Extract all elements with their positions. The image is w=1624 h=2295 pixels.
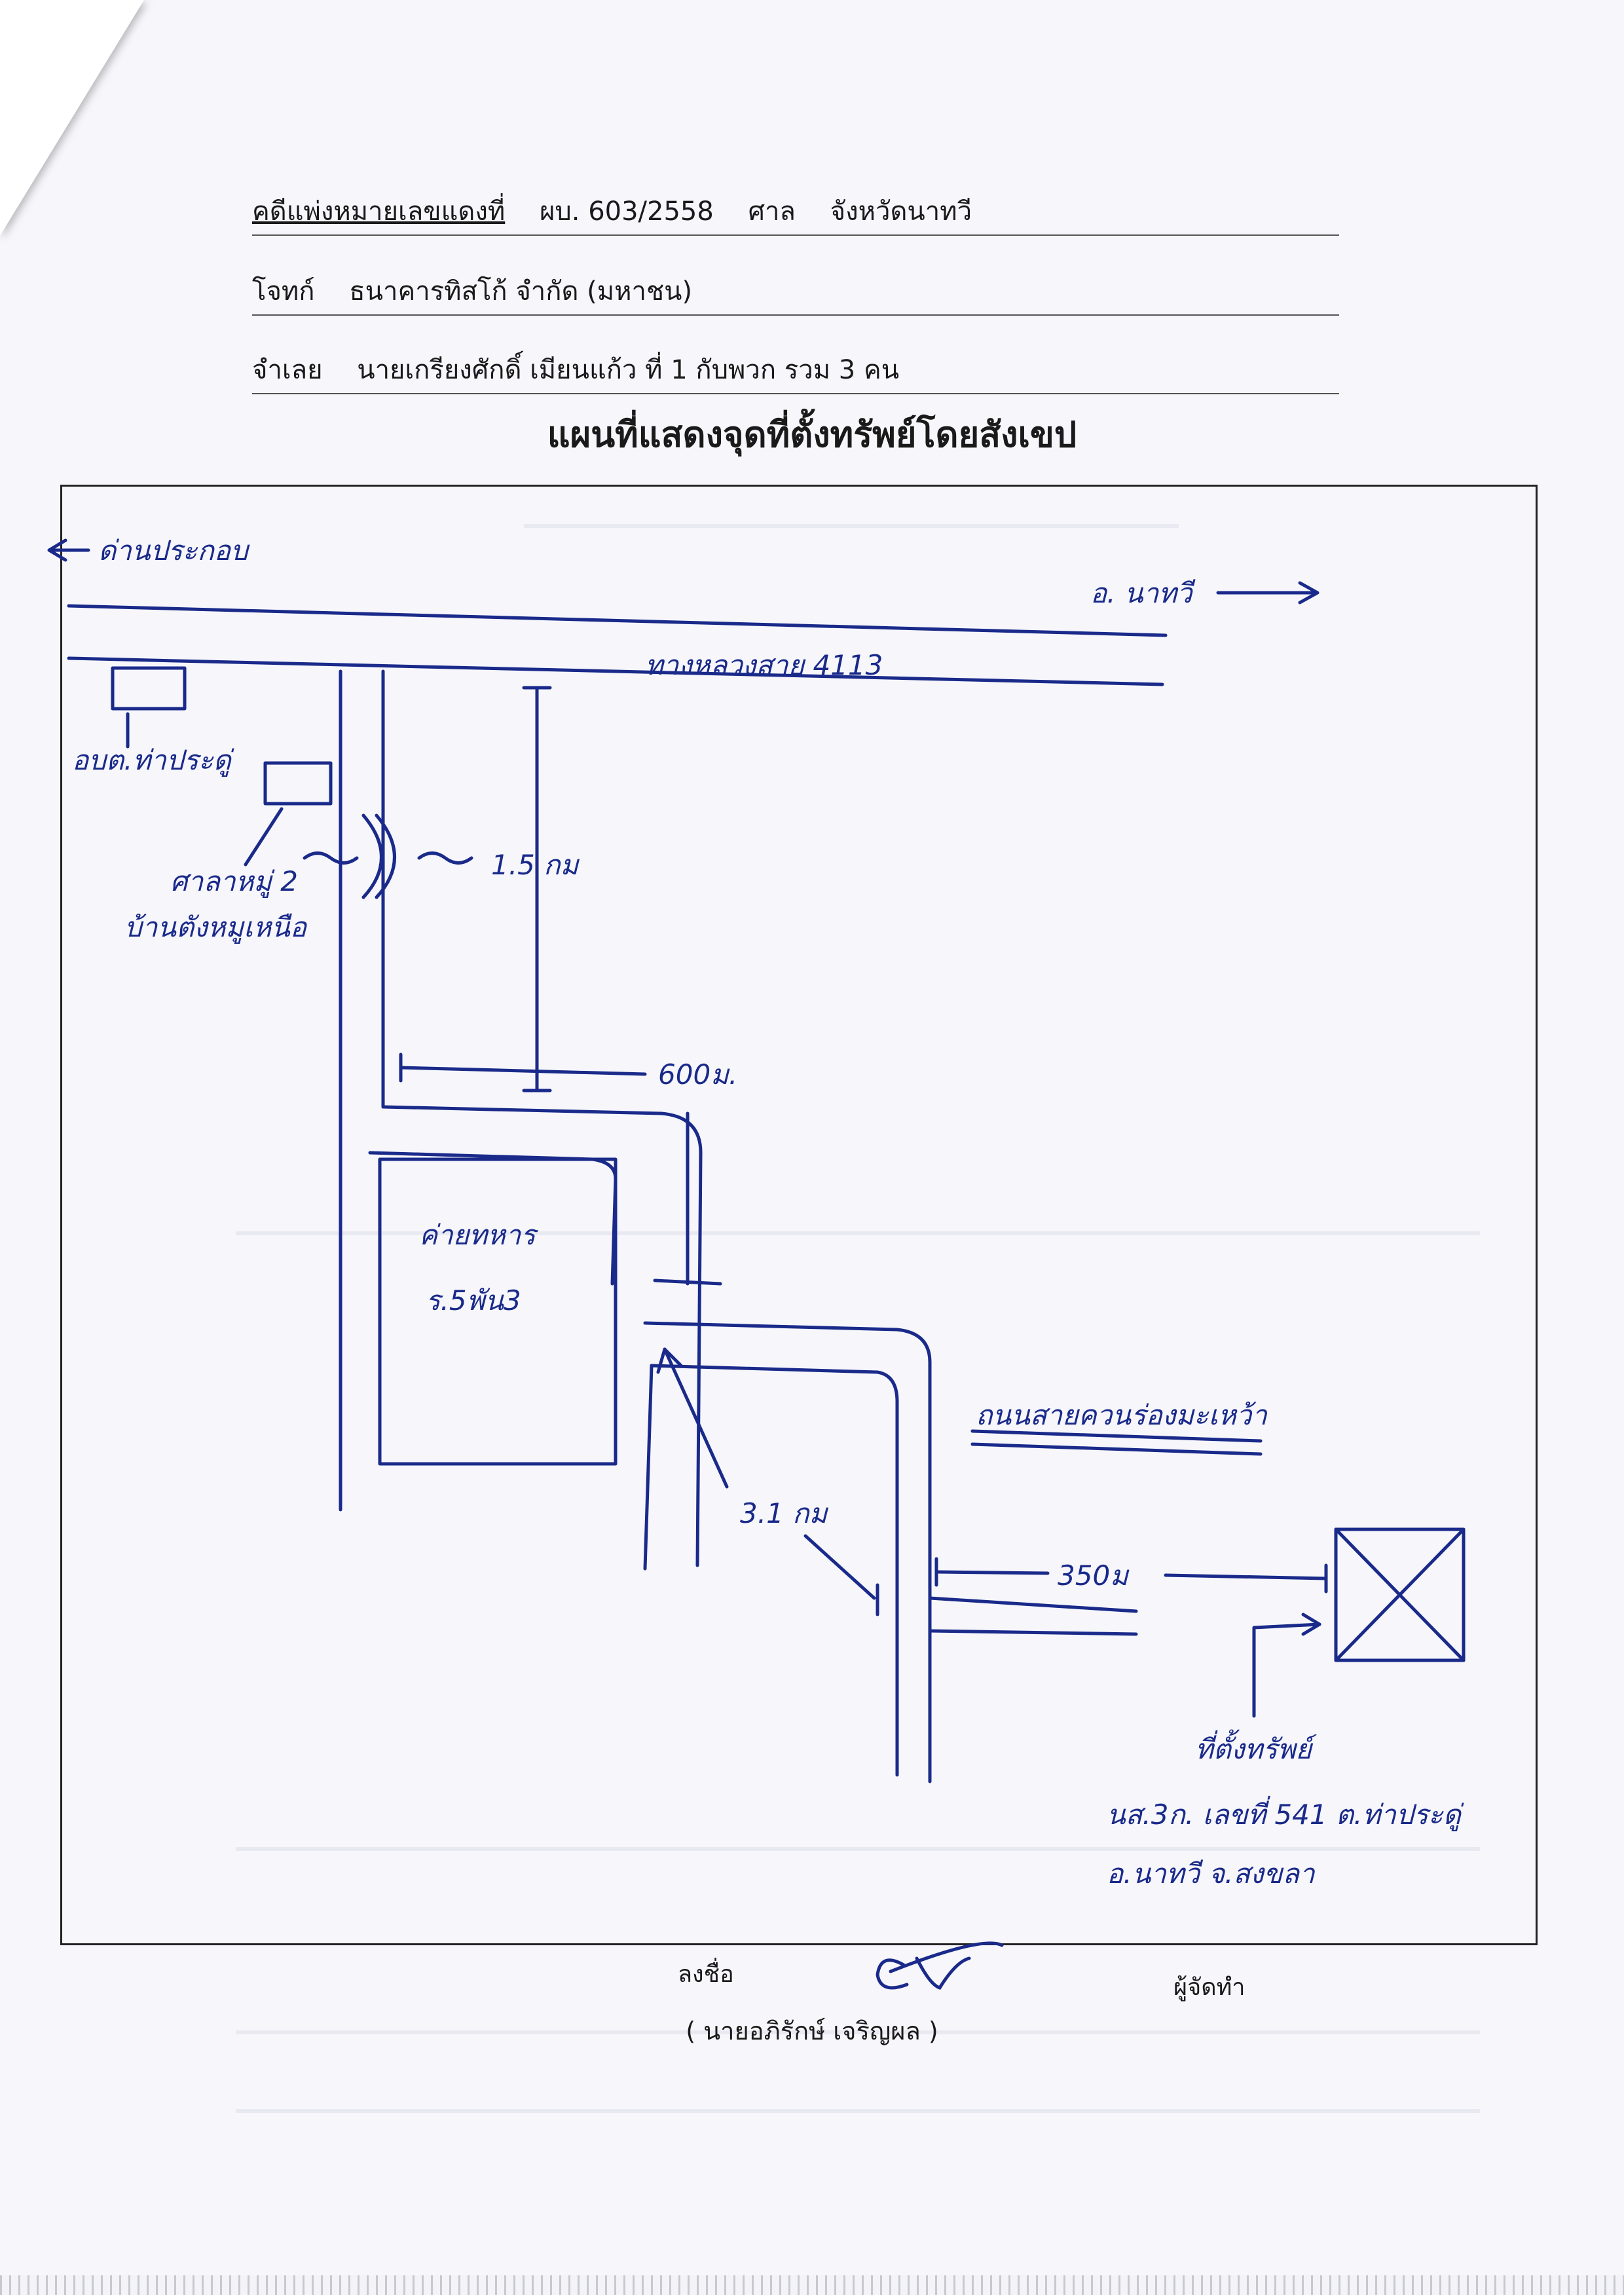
defendant-name: นายเกรียงศักดิ์ เมียนแก้ว ที่ 1 กับพวก ร… xyxy=(357,355,900,385)
scan-edge-strip xyxy=(0,2275,1624,2295)
plaintiff-name: ธนาคารทิสโก้ จำกัด (มหาชน) xyxy=(349,276,693,307)
bleed-through-text xyxy=(236,2083,1480,2113)
road-name-label: ถนนสายควนร่องมะเหว้า xyxy=(976,1399,1268,1431)
sign-label: ลงชื่อ xyxy=(678,1961,734,1988)
dimension-line-4b xyxy=(1164,1573,1328,1580)
distance-label-1: 1.5 กม xyxy=(491,849,580,881)
defendant-label: จำเลย xyxy=(252,355,323,385)
bridge-rail xyxy=(375,813,396,899)
bleed-through-text xyxy=(236,1205,1480,1235)
role-label: ผู้จัดทำ xyxy=(1173,1974,1246,2001)
court-label: ศาล xyxy=(748,196,796,227)
bleed-through-text xyxy=(236,2004,1480,2034)
road-bend-inner xyxy=(368,1151,618,1286)
court-name: จังหวัดนาทวี xyxy=(830,196,972,227)
dimension-line-4 xyxy=(934,1570,1050,1575)
signature-image xyxy=(876,1941,1004,1990)
bleed-through-text xyxy=(236,1821,1480,1851)
map-frame xyxy=(60,485,1538,1945)
defendant-row: จำเลย นายเกรียงศักดิ์ เมียนแก้ว ที่ 1 กั… xyxy=(252,347,1339,394)
stream-left xyxy=(303,851,359,865)
property-marker-icon xyxy=(1334,1527,1466,1662)
deed-label-1: นส.3ก. เลขที่ 541 ต.ท่าประดู่ xyxy=(1107,1795,1464,1831)
pavilion-label-1: ศาลาหมู่ 2 xyxy=(170,865,298,898)
distance-label-4: 350ม xyxy=(1058,1559,1130,1592)
road-branch-outer xyxy=(643,1321,932,1783)
highway-label: ทางหลวงสาย 4113 xyxy=(645,649,883,681)
arrow-head xyxy=(656,1347,683,1374)
office-building-icon xyxy=(111,666,187,711)
dimension-tick xyxy=(653,1278,722,1286)
underline xyxy=(970,1429,1263,1443)
highway-edge-bottom xyxy=(67,656,1164,686)
dimension-arrow-3 xyxy=(663,1347,729,1489)
dimension-line-3 xyxy=(803,1534,876,1600)
road-branch-inner xyxy=(650,1364,899,1777)
road-segment xyxy=(643,1364,654,1571)
highway-edge-top xyxy=(67,604,1168,637)
distance-label-2: 600ม. xyxy=(658,1058,737,1091)
lane-edge-top xyxy=(928,1596,1138,1613)
bridge-icon xyxy=(361,813,383,899)
property-label: ที่ตั้งทรัพย์ xyxy=(1195,1729,1317,1765)
office-label: อบต.ท่าประดู่ xyxy=(72,744,234,777)
property-pointer xyxy=(1252,1622,1321,1718)
plaintiff-label: โจทก์ xyxy=(252,276,315,307)
bleed-through-text xyxy=(524,498,1179,528)
pavilion-pointer xyxy=(244,807,284,867)
officer-name: ( นายอภิรักษ์ เจริญผล ) xyxy=(686,2017,938,2045)
case-number-row: คดีแพ่งหมายเลขแดงที่ ผบ. 603/2558 ศาล จั… xyxy=(252,189,1339,236)
stream-right xyxy=(417,851,473,865)
right-direction-label: อ. นาทวี xyxy=(1090,577,1196,609)
military-camp-icon xyxy=(378,1157,618,1466)
left-direction-label: ด่านประกอบ xyxy=(98,534,250,567)
left-arrow-head xyxy=(47,538,67,562)
case-label: คดีแพ่งหมายเลขแดงที่ xyxy=(252,196,506,227)
pavilion-label-2: บ้านตังหมูเหนือ xyxy=(124,911,308,944)
road-bend-outer xyxy=(381,1105,703,1567)
camp-label-2: ร.5พัน3 xyxy=(426,1284,521,1316)
lane-edge-bottom xyxy=(928,1629,1138,1636)
right-arrow-head xyxy=(1298,581,1320,605)
plaintiff-row: โจทก์ ธนาคารทิสโก้ จำกัด (มหาชน) xyxy=(252,269,1339,316)
page-title: แผนที่แสดงจุดที่ตั้งทรัพย์โดยสังเขป xyxy=(547,414,1077,455)
camp-label-1: ค่ายทหาร xyxy=(419,1219,538,1251)
case-number: ผบ. 603/2558 xyxy=(539,196,714,227)
distance-label-3: 3.1 กม xyxy=(740,1497,829,1529)
deed-label-2: อ.นาทวี จ.สงขลา xyxy=(1107,1857,1316,1890)
property-cross xyxy=(1334,1527,1466,1662)
underline xyxy=(970,1442,1263,1456)
pavilion-building-icon xyxy=(263,761,333,806)
folded-corner xyxy=(0,0,144,236)
arrow-head xyxy=(1301,1613,1321,1636)
dimension-line-2 xyxy=(399,1066,647,1076)
